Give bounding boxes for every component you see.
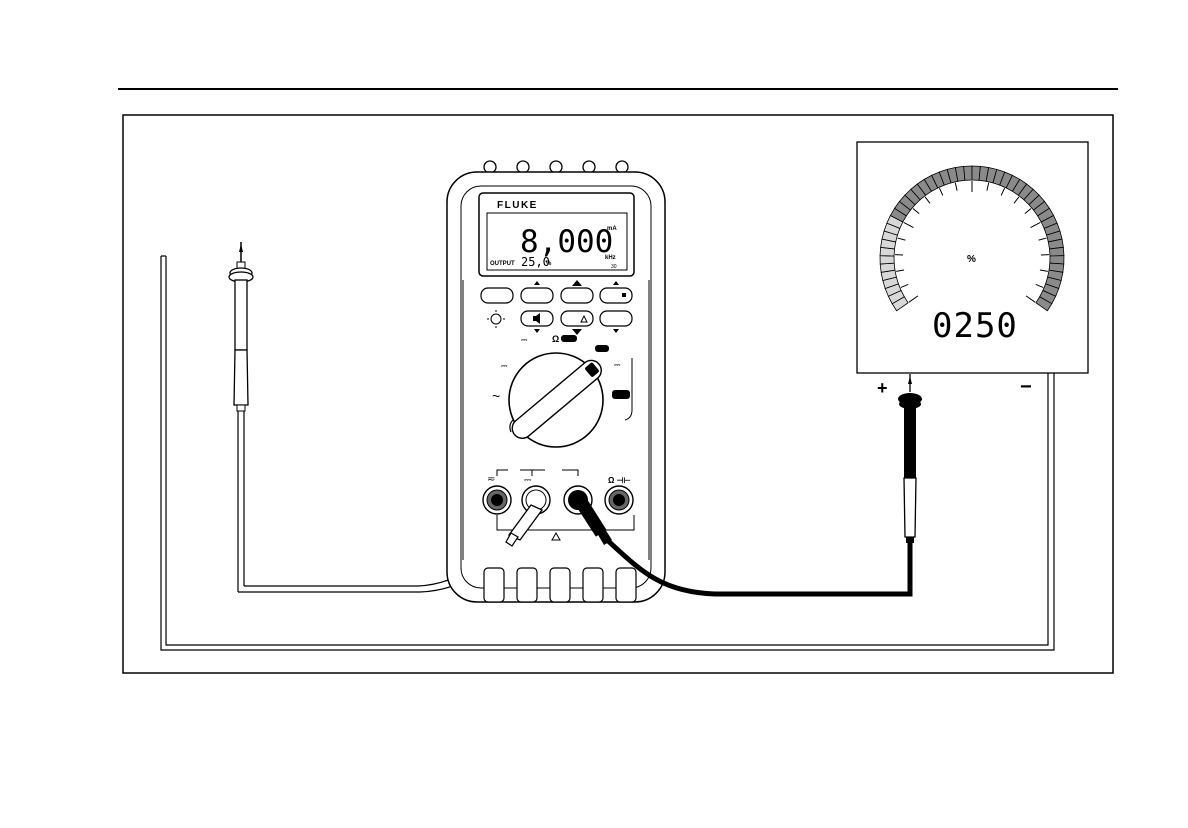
button-extra[interactable] — [600, 311, 632, 326]
diode-badge — [561, 335, 577, 342]
freq-unit: kHz — [605, 255, 616, 261]
jack-4[interactable] — [605, 486, 633, 514]
gauge-reading: 0250 — [932, 306, 1018, 346]
main-unit: mA — [607, 226, 617, 232]
ac-badge — [595, 345, 609, 352]
secondary-unit: % — [546, 261, 552, 267]
jack-1[interactable] — [483, 486, 511, 514]
mode-label: OUTPUT — [490, 261, 515, 267]
jack1-label: ≂ — [487, 474, 495, 485]
left-test-probe — [229, 242, 253, 592]
plus-terminal: + — [877, 378, 888, 398]
gauge-segment — [1050, 256, 1064, 264]
ac-label-left: ~ — [492, 388, 500, 404]
minus-terminal: − — [1020, 376, 1032, 398]
dc-label-left-2: ⎓ — [501, 361, 508, 370]
button-delta[interactable] — [561, 311, 593, 326]
gauge-segment — [964, 166, 972, 180]
stop-icon — [622, 293, 626, 297]
scale-digits: 30 — [611, 264, 617, 270]
dc-label-left: ⎓ — [521, 335, 528, 344]
button-range[interactable] — [481, 288, 513, 303]
button-up-1[interactable] — [521, 288, 553, 303]
gauge-segment — [1049, 247, 1063, 256]
brand-logo: FLUKE — [497, 200, 538, 211]
right-test-probe — [898, 374, 922, 543]
jack4-label: Ω ⊣⊢ — [608, 475, 631, 485]
ohm-label: Ω — [552, 334, 559, 344]
button-up-2[interactable] — [561, 288, 593, 303]
button-stop[interactable] — [600, 288, 632, 303]
dc-label-right: ⎓ — [614, 360, 621, 369]
source-badge — [612, 390, 630, 399]
jack2-label: ⎓ — [524, 475, 531, 485]
gauge-segment — [880, 256, 894, 264]
gauge-percent-symbol: % — [967, 254, 976, 265]
